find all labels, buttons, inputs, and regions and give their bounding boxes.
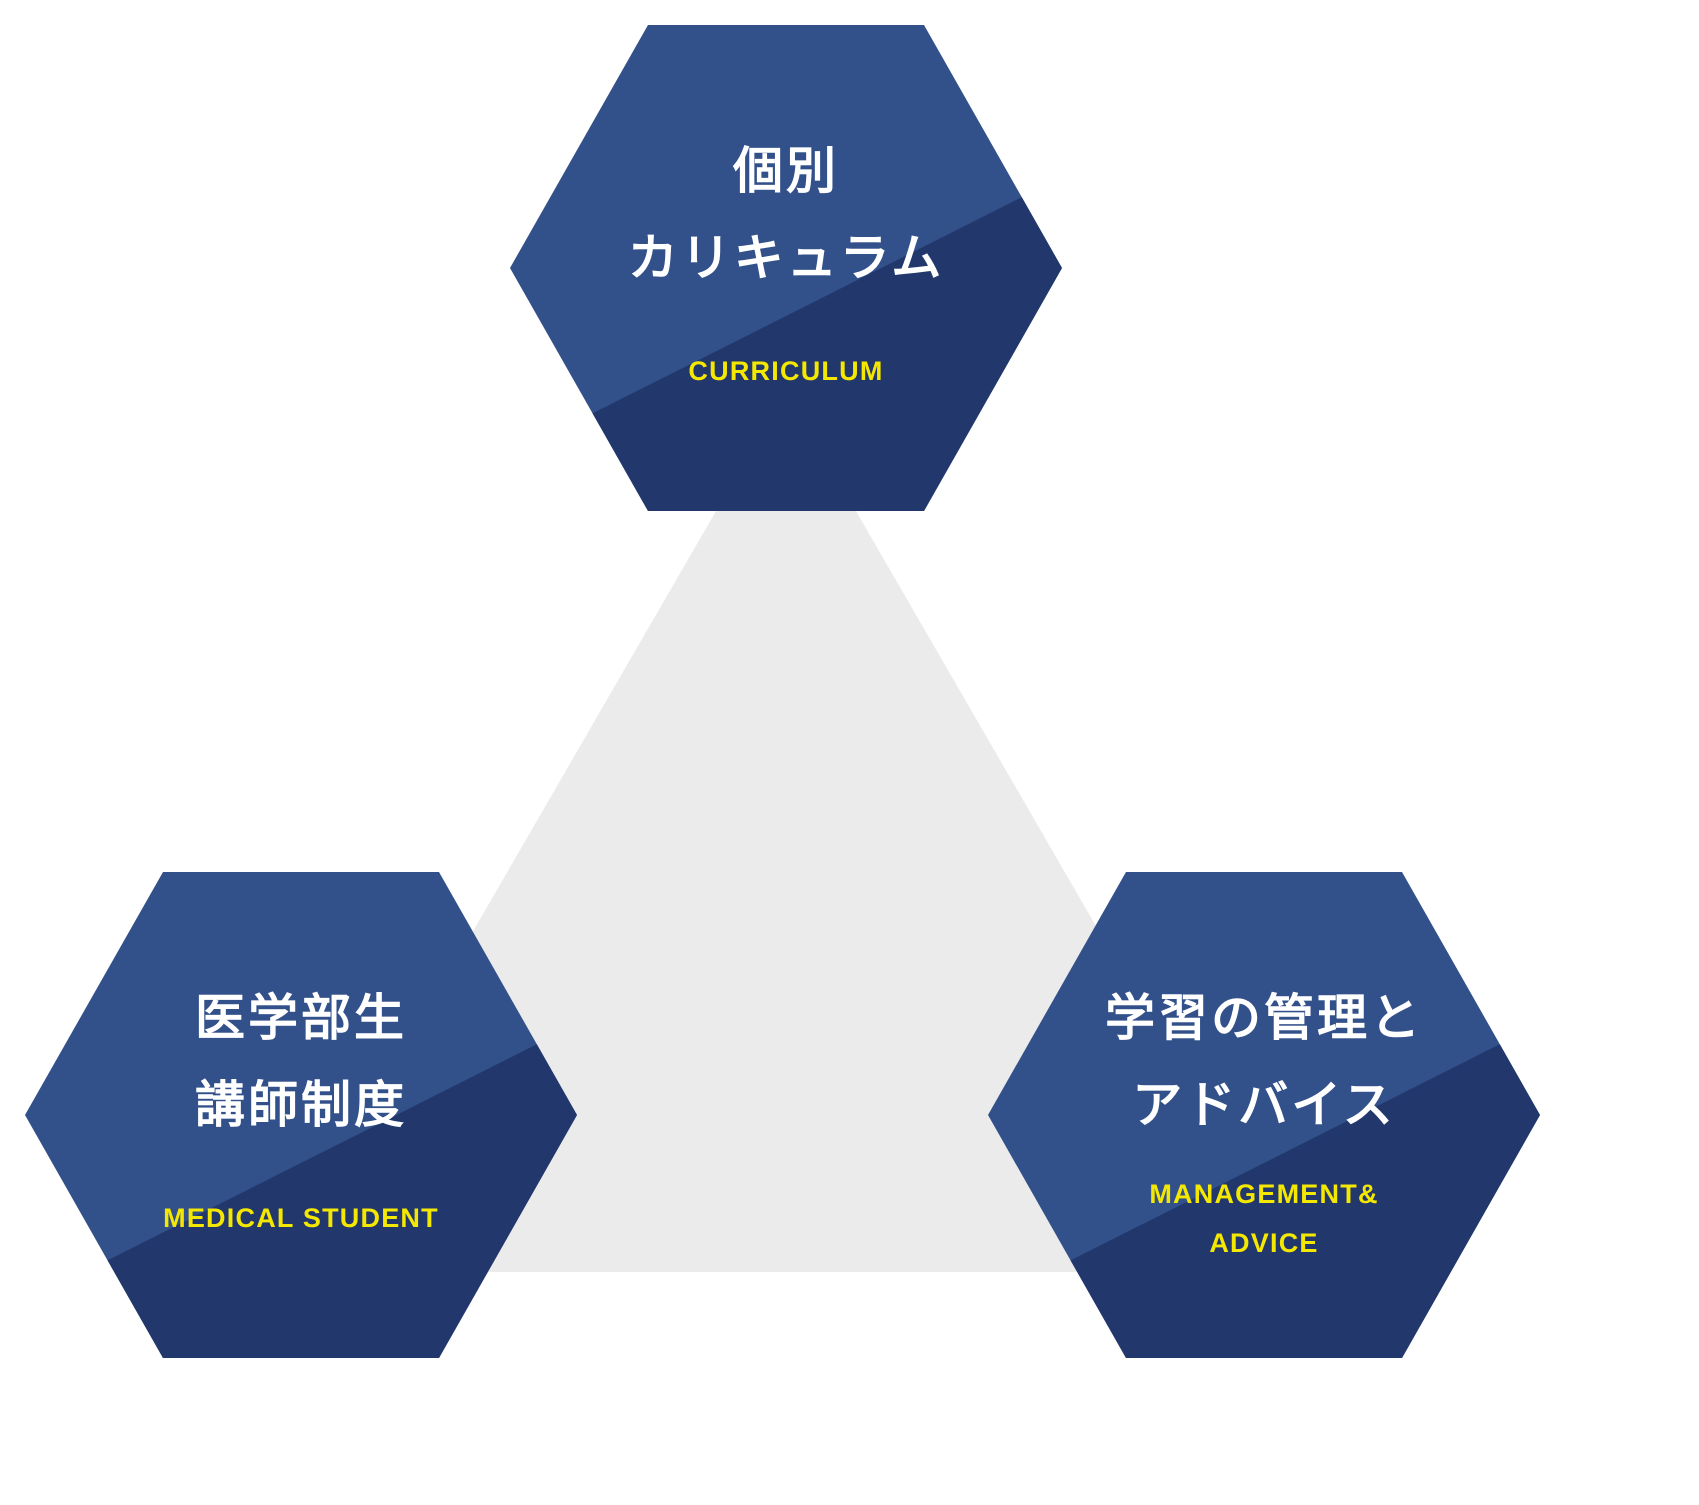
hex-face-dark <box>25 1024 577 1358</box>
hex-face-dark <box>988 1024 1540 1358</box>
hexagon-medical-student[interactable]: 医学部生 講師制度 MEDICAL STUDENT <box>25 872 577 1358</box>
hex-face-dark <box>510 177 1062 511</box>
hexagon-management-advice[interactable]: 学習の管理と アドバイス MANAGEMENT& ADVICE <box>988 872 1540 1358</box>
hexagon-curriculum[interactable]: 個別 カリキュラム CURRICULUM <box>510 25 1062 511</box>
